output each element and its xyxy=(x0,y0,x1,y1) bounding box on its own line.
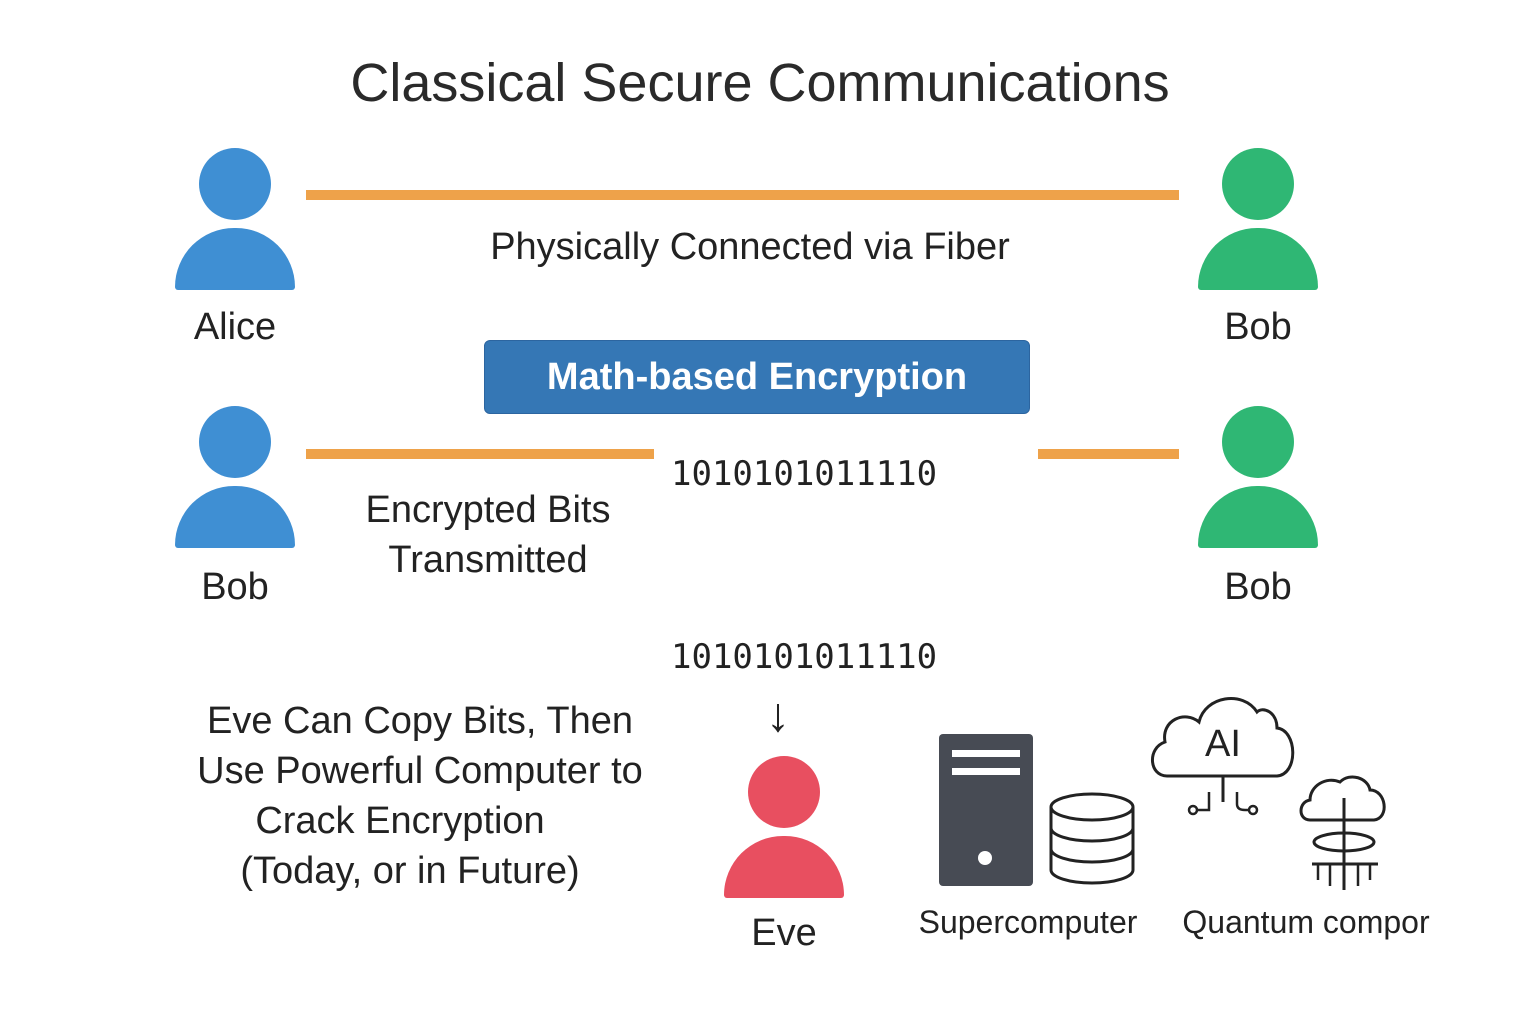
eve-icon xyxy=(724,756,844,898)
bob-icon-right xyxy=(1198,406,1318,548)
person-body xyxy=(175,486,295,548)
person-head xyxy=(199,148,271,220)
ai-text: AI xyxy=(1205,723,1241,765)
ai-cloud-icon: AI xyxy=(1151,697,1295,816)
quantum-computer-label: Quantum compor xyxy=(1182,904,1430,940)
copied-bits: 1010101011110 xyxy=(671,637,938,677)
fiber-link-top xyxy=(306,190,1179,200)
encryption-box: Math-based Encryption xyxy=(484,340,1030,414)
encrypted-bits-line2: Transmitted xyxy=(388,539,588,581)
bob-icon-top xyxy=(1198,148,1318,290)
eve-description-line: (Today, or in Future) xyxy=(240,850,580,892)
transmitted-bits: 1010101011110 xyxy=(671,454,938,494)
person-head xyxy=(748,756,820,828)
person-head xyxy=(1222,148,1294,220)
down-arrow-icon: ↓ xyxy=(766,689,790,742)
bob-icon-left xyxy=(175,406,295,548)
bob-label-left: Bob xyxy=(201,566,269,608)
person-body xyxy=(175,228,295,290)
eve-description-line: Crack Encryption xyxy=(255,800,545,842)
server-database-icon xyxy=(939,734,1135,886)
encrypted-bits-line1: Encrypted Bits xyxy=(365,489,611,531)
alice-icon xyxy=(175,148,295,290)
fiber-link-label: Physically Connected via Fiber xyxy=(490,226,1010,268)
person-body xyxy=(1198,486,1318,548)
supercomputer-label: Supercomputer xyxy=(918,904,1138,940)
alice-label: Alice xyxy=(193,306,277,348)
bob-label-top: Bob xyxy=(1224,306,1292,348)
person-body xyxy=(1198,228,1318,290)
eve-description-line: Use Powerful Computer to xyxy=(197,750,643,792)
person-body xyxy=(724,836,844,898)
quantum-cloud-icon xyxy=(1299,775,1386,890)
fiber-link-left-segment xyxy=(306,449,654,459)
person-head xyxy=(199,406,271,478)
eve-description-line: Eve Can Copy Bits, Then xyxy=(207,700,633,742)
eve-description: Eve Can Copy Bits, Then Use Powerful Com… xyxy=(160,696,680,896)
database-icon xyxy=(1049,792,1135,885)
encrypted-bits-label: Encrypted Bits Transmitted xyxy=(318,485,658,585)
fiber-link-right-segment xyxy=(1038,449,1179,459)
bob-label-right: Bob xyxy=(1224,566,1292,608)
eve-label: Eve xyxy=(751,912,817,954)
person-head xyxy=(1222,406,1294,478)
page-title: Classical Secure Communications xyxy=(350,53,1170,113)
